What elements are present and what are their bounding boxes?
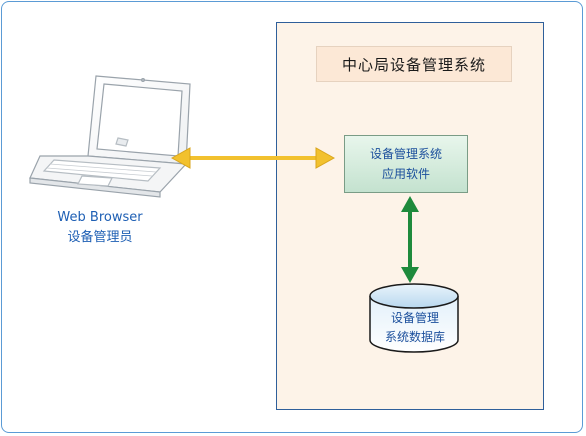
database-label-line2: 系统数据库 — [384, 330, 445, 344]
database-label: 设备管理 系统数据库 — [372, 308, 458, 348]
app-box-line2: 应用软件 — [381, 167, 430, 181]
system-title-text: 中心局设备管理系统 — [341, 55, 486, 74]
database-cylinder-icon — [369, 283, 459, 353]
database-label-line1: 设备管理 — [390, 311, 439, 325]
app-db-arrow — [401, 196, 419, 283]
client-label-line2: 设备管理员 — [67, 230, 133, 245]
system-title: 中心局设备管理系统 — [316, 46, 512, 82]
app-box-line1: 设备管理系统 — [369, 147, 442, 161]
laptop-icon — [29, 75, 191, 198]
application-software-box: 设备管理系统 应用软件 — [344, 135, 468, 193]
client-label-line1: Web Browser — [57, 210, 143, 225]
client-app-arrow — [170, 147, 336, 169]
client-label: Web Browser 设备管理员 — [40, 208, 160, 248]
